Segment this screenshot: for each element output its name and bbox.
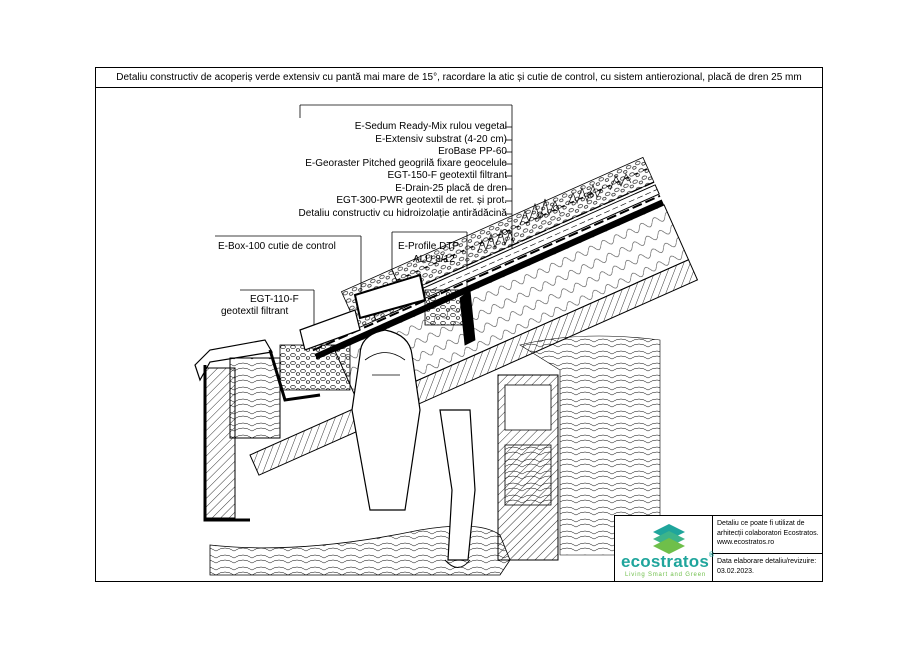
label-sedum: E-Sedum Ready-Mix rulou vegetal [354,121,507,132]
label-egt150: EGT-150-F geotextil filtrant [387,170,508,181]
label-substrate: E-Extensiv substrat (4-20 cm) [375,134,507,145]
label-egt110-line1: EGT-110-F [250,294,299,305]
control-box [351,329,421,511]
website: www.ecostratos.ro [717,539,775,546]
date-cell: Data elaborare detaliu/revizuire: 03.02.… [713,554,823,581]
title-block: ecostratos® Living Smart and Green Detal… [614,515,823,581]
label-profile-line1: E-Profile DTP [398,241,460,252]
label-control-box: E-Box-100 cutie de control [218,241,336,252]
parapet [194,273,466,522]
ecostratos-logo-icon [653,524,685,554]
label-edrain: E-Drain-25 placă de dren [395,183,507,194]
label-egt300: EGT-300-PWR geotextil de ret. și prot. [336,195,507,206]
usage-note-cell: Detaliu ce poate fi utilizat de arhitecț… [713,516,823,554]
date-value: 03.02.2023. [717,567,754,575]
label-profile-line2: ALU 8/12 [413,254,455,265]
drawing-frame [95,67,823,582]
brand-name: ecostratos® [621,552,715,571]
brand-logo-area: ecostratos® Living Smart and Green [615,516,715,581]
label-egt110-line2: geotextil filtrant [221,306,289,317]
brand-tagline: Living Smart and Green [625,572,706,578]
label-georaster: E-Georaster Pitched geogrilă fixare geoc… [305,158,507,169]
label-erobase: EroBase PP-60 [438,146,507,157]
usage-note: Detaliu ce poate fi utilizat de arhitecț… [717,520,819,537]
label-waterproofing: Detaliu constructiv cu hidroizolație ant… [298,208,507,219]
vegetation [477,173,632,253]
date-label: Data elaborare detaliu/revizuire: [717,558,817,565]
drawing-title: Detaliu constructiv de acoperiș verde ex… [96,68,822,88]
